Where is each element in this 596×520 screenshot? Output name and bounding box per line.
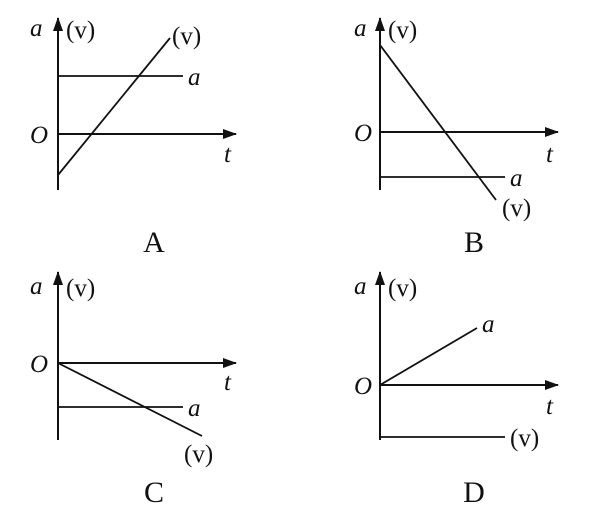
y-axis-label-a: a xyxy=(354,15,367,42)
origin-label: O xyxy=(354,120,372,147)
velocity-line xyxy=(57,362,203,437)
acceleration-label: a xyxy=(188,64,201,91)
velocity-label: (v) xyxy=(502,195,531,222)
acceleration-label: a xyxy=(510,165,523,192)
option-caption: A xyxy=(143,226,165,259)
y-axis-label-v: (v) xyxy=(66,17,95,44)
graph-a: a (v) O t a (v) A xyxy=(30,15,237,259)
graph-d: a (v) O t a (v) D xyxy=(354,271,559,509)
origin-label: O xyxy=(30,122,48,149)
acceleration-line xyxy=(379,327,478,386)
velocity-label: (v) xyxy=(184,441,213,468)
option-caption: B xyxy=(464,226,484,259)
velocity-label: (v) xyxy=(172,23,201,50)
velocity-label: (v) xyxy=(510,425,539,452)
x-axis-label: t xyxy=(546,141,554,168)
y-axis-label-v: (v) xyxy=(388,275,417,302)
x-axis-label: t xyxy=(224,369,232,396)
graph-c: a (v) O t a (v) C xyxy=(30,271,237,509)
option-caption: D xyxy=(463,476,485,509)
y-axis-label-a: a xyxy=(30,15,43,42)
y-axis-label-v: (v) xyxy=(66,275,95,302)
acceleration-label: a xyxy=(482,311,495,338)
velocity-line xyxy=(57,37,171,176)
origin-label: O xyxy=(30,351,48,378)
acceleration-label: a xyxy=(188,395,201,422)
x-axis-label: t xyxy=(224,141,232,168)
option-caption: C xyxy=(144,476,164,509)
velocity-line xyxy=(379,44,497,201)
graph-b: a (v) O t a (v) B xyxy=(354,15,559,259)
y-axis-label-a: a xyxy=(30,273,43,300)
y-axis-label-v: (v) xyxy=(388,17,417,44)
origin-label: O xyxy=(354,373,372,400)
x-axis-label: t xyxy=(546,393,554,420)
y-axis-label-a: a xyxy=(354,273,367,300)
